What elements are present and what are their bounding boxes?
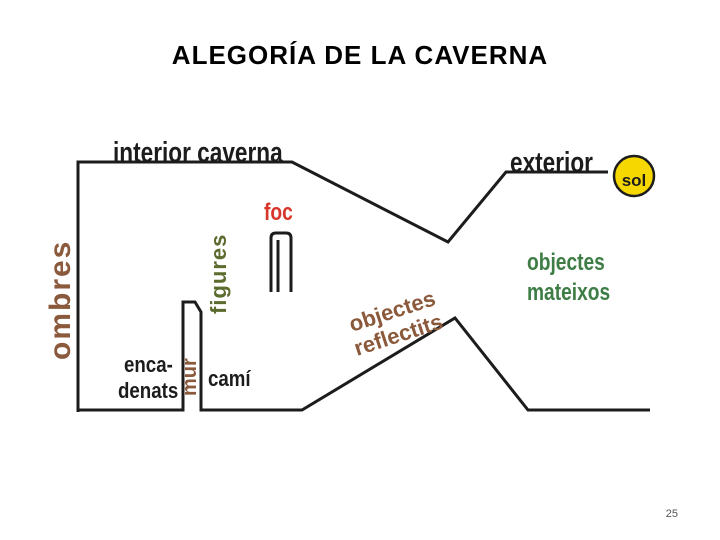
figures-label: figures — [206, 234, 231, 314]
real-objects-label-line2: mateixos — [527, 278, 610, 306]
chained-label-line1: enca- — [124, 354, 173, 378]
cave-outline — [76, 160, 650, 412]
exterior-label: exterior — [510, 145, 593, 178]
page-title: ALEGORÍA DE LA CAVERNA — [171, 40, 549, 70]
interior-cave-label: interior caverna — [113, 135, 283, 168]
fire-arch — [269, 231, 293, 292]
chained-label-line2: denats — [118, 380, 178, 404]
sun-label: sol — [622, 171, 647, 190]
sun-icon: sol — [612, 154, 656, 198]
shadows-label: ombres — [44, 240, 77, 360]
page-number: 25 — [665, 508, 678, 520]
cave-ceiling-line — [76, 160, 608, 412]
real-objects-label-line1: objectes — [527, 248, 605, 276]
fire-label: foc — [264, 198, 293, 226]
path-label: camí — [208, 368, 252, 392]
cave-floor-line — [78, 300, 650, 412]
wall-label: mur — [179, 358, 201, 396]
